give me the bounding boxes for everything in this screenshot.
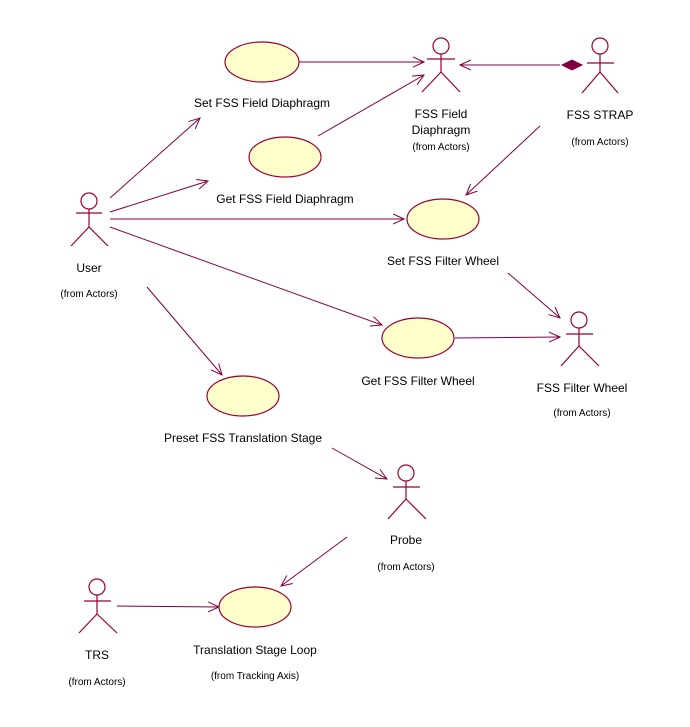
assoc-probe-loop[interactable]	[281, 536, 348, 586]
use-case-label: Get FSS Filter Wheel	[361, 374, 474, 388]
use-case-ellipse[interactable]	[381, 317, 455, 359]
actor-label: TRS	[85, 648, 109, 662]
use-case-label: Get FSS Field Diaphragm	[216, 192, 353, 206]
actor-package: (from Actors)	[412, 142, 469, 153]
assoc-get-filter-actor[interactable]	[454, 337, 560, 338]
actor-label: FSS Filter Wheel	[537, 381, 628, 395]
stick-figure-icon[interactable]	[70, 192, 109, 247]
actor-label: Probe	[390, 533, 422, 547]
use-case-label: Preset FSS Translation Stage	[164, 431, 322, 445]
use-case-ellipse[interactable]	[248, 136, 322, 178]
assoc-strap-set-filter[interactable]	[466, 125, 541, 195]
use-case-ellipse[interactable]	[224, 41, 300, 83]
stick-figure-icon[interactable]	[560, 311, 600, 367]
actor-fss-strap[interactable]: FSS STRAP (from Actors)	[567, 37, 634, 148]
actor-package: (from Actors)	[553, 408, 610, 419]
use-case-preset-fss-translation-stage[interactable]: Preset FSS Translation Stage	[164, 375, 322, 445]
actor-label-line1: FSS Field	[415, 107, 468, 121]
actor-label: User	[76, 261, 101, 275]
use-case-set-fss-field-diaphragm[interactable]: Set FSS Field Diaphragm	[194, 41, 330, 110]
use-case-ellipse[interactable]	[406, 198, 480, 240]
use-case-ellipse[interactable]	[218, 586, 292, 628]
actor-trs[interactable]: TRS (from Actors)	[68, 578, 126, 688]
actor-label-line2: Diaphragm	[412, 123, 471, 137]
use-case-set-fss-filter-wheel[interactable]: Set FSS Filter Wheel	[387, 198, 499, 268]
actor-user[interactable]: User (from Actors)	[60, 192, 118, 300]
assoc-user-get-field[interactable]	[109, 181, 208, 213]
assoc-user-get-filter[interactable]	[109, 226, 382, 325]
stick-figure-icon[interactable]	[581, 37, 619, 94]
actor-fss-filter-wheel[interactable]: FSS Filter Wheel (from Actors)	[537, 311, 628, 419]
use-case-label: Set FSS Field Diaphragm	[194, 96, 330, 110]
use-case-get-fss-filter-wheel[interactable]: Get FSS Filter Wheel	[361, 317, 475, 388]
actor-package: (from Actors)	[60, 289, 117, 300]
use-case-ellipse[interactable]	[206, 375, 280, 417]
actor-package: (from Actors)	[68, 677, 125, 688]
actor-package: (from Actors)	[571, 137, 628, 148]
assoc-user-preset[interactable]	[146, 286, 222, 375]
assoc-get-field-actor[interactable]	[317, 75, 424, 137]
stick-figure-icon[interactable]	[387, 464, 427, 520]
assoc-user-set-field[interactable]	[109, 118, 200, 199]
assoc-set-filter-actor[interactable]	[507, 272, 560, 318]
assoc-preset-probe[interactable]	[331, 447, 387, 479]
use-case-translation-stage-loop[interactable]: Translation Stage Loop (from Tracking Ax…	[193, 586, 317, 682]
actor-probe[interactable]: Probe (from Actors)	[377, 464, 435, 573]
use-case-label: Set FSS Filter Wheel	[387, 254, 499, 268]
assoc-trs-loop[interactable]	[116, 606, 219, 607]
use-case-label: Translation Stage Loop	[193, 643, 317, 657]
stick-figure-icon[interactable]	[421, 37, 461, 93]
actor-fss-field-diaphragm[interactable]: FSS Field Diaphragm (from Actors)	[412, 37, 471, 153]
actor-package: (from Actors)	[377, 562, 434, 573]
associations	[109, 59, 584, 607]
actor-label: FSS STRAP	[567, 108, 634, 122]
use-case-get-fss-field-diaphragm[interactable]: Get FSS Field Diaphragm	[216, 136, 354, 206]
composition-diamond-icon	[560, 59, 584, 71]
stick-figure-icon[interactable]	[78, 578, 118, 634]
use-case-package: (from Tracking Axis)	[211, 671, 299, 682]
